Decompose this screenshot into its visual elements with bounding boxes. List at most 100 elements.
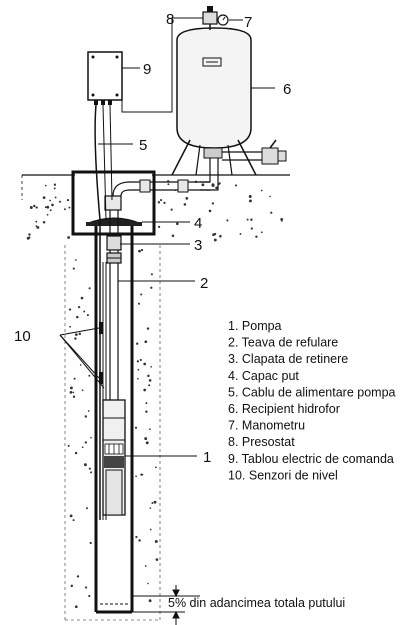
soil-dot (68, 206, 71, 209)
soil-dot (35, 225, 38, 227)
soil-dot (255, 235, 258, 238)
legend-item: 6. Recipient hidrofor (228, 402, 340, 416)
soil-dot (42, 196, 46, 199)
soil-dot (183, 203, 187, 206)
legend-item: 2. Teava de refulare (228, 336, 338, 350)
pump (102, 399, 126, 516)
legend-item-number: 3. (228, 352, 242, 366)
soil-dot (90, 471, 93, 474)
soil-dot (88, 594, 91, 598)
soil-dot (72, 391, 75, 394)
soil-dot (139, 358, 142, 362)
soil-dot (74, 333, 78, 336)
soil-dot (78, 332, 82, 336)
soil-dot (44, 206, 47, 209)
borehole-outline (64, 245, 161, 621)
soil-dot (67, 444, 70, 447)
legend-item: 4. Capac put (228, 369, 299, 383)
soil-dot (66, 198, 70, 202)
legend-item-text: Manometru (242, 419, 305, 433)
soil-dot (84, 441, 87, 444)
callout-1: 1 (203, 449, 211, 466)
soil-dot (226, 219, 229, 222)
soil-dot (167, 183, 170, 186)
soil-dot (260, 189, 263, 192)
legend-item: 9. Tablou electric de comanda (228, 452, 394, 466)
soil-dot (35, 220, 38, 223)
soil-dot (212, 233, 215, 237)
soil-dot (138, 539, 141, 542)
callout-5: 5 (139, 137, 147, 154)
callout-9: 9 (143, 61, 151, 78)
soil-dot (140, 248, 144, 252)
soil-dot (81, 389, 84, 392)
soil-dot (87, 410, 90, 412)
soil-dot (171, 234, 175, 237)
legend-item-number: 10. (228, 468, 249, 482)
legend-item-number: 9. (228, 452, 242, 466)
soil-dot (250, 227, 253, 230)
legend-item-text: Cablu de alimentare pompa (242, 385, 396, 399)
soil-dot (69, 325, 71, 328)
legend-item-number: 7. (228, 419, 242, 433)
soil-dot (28, 236, 31, 239)
soil-dot (143, 362, 147, 366)
soil-dot (159, 199, 163, 202)
legend-item-number: 6. (228, 402, 242, 416)
soil-dot (28, 233, 31, 236)
legend-item: 10. Senzori de nivel (228, 468, 338, 482)
soil-dot (250, 218, 253, 221)
soil-dot (143, 388, 147, 392)
soil-dot (145, 402, 148, 405)
legend-item: 7. Manometru (228, 419, 305, 433)
soil-dot (135, 475, 137, 478)
soil-dot (63, 208, 66, 211)
soil-dot (176, 222, 179, 226)
soil-dot (269, 195, 271, 198)
soil-dot (44, 184, 47, 187)
pressure-tank (171, 27, 287, 176)
soil-dot (137, 302, 141, 305)
soil-dot (88, 374, 91, 377)
soil-dot (144, 437, 148, 441)
legend-item-text: Tablou electric de comanda (242, 452, 394, 466)
soil-dot (137, 377, 139, 380)
legend-item: 8. Presostat (228, 435, 295, 449)
soil-dot (89, 541, 92, 545)
soil-dot (239, 232, 242, 235)
soil-dot (213, 238, 217, 242)
control-panel (87, 51, 123, 105)
soil-dot (72, 519, 75, 522)
soil-dot (88, 287, 91, 290)
legend-item-text: Clapata de retinere (242, 352, 348, 366)
soil-dot (137, 368, 140, 371)
soil-dot (154, 540, 158, 543)
soil-dot (149, 428, 151, 431)
soil-dot (73, 377, 76, 380)
soil-dot (157, 201, 161, 204)
soil-dot (51, 203, 54, 207)
soil-dot (135, 535, 138, 539)
soil-dot (246, 218, 249, 221)
soil-dot (54, 196, 57, 199)
callout-8: 8 (166, 11, 174, 28)
soil-dot (146, 327, 150, 330)
soil-dot (49, 209, 52, 212)
soil-dot (234, 184, 238, 187)
legend-item-number: 4. (228, 369, 242, 383)
legend-item-text: Recipient hidrofor (242, 402, 340, 416)
soil-dot (260, 231, 263, 234)
callout-6: 6 (283, 81, 291, 98)
ground-surface (21, 174, 290, 200)
soil-dot (84, 415, 87, 418)
soil-dot (86, 314, 89, 317)
soil-dot (150, 286, 153, 289)
soil-dot (170, 208, 173, 211)
soil-dot (211, 202, 215, 205)
soil-dot (46, 213, 49, 216)
soil-dot (83, 310, 86, 313)
soil-dot (150, 365, 153, 368)
power-cable (94, 104, 113, 520)
manometer (217, 14, 229, 26)
